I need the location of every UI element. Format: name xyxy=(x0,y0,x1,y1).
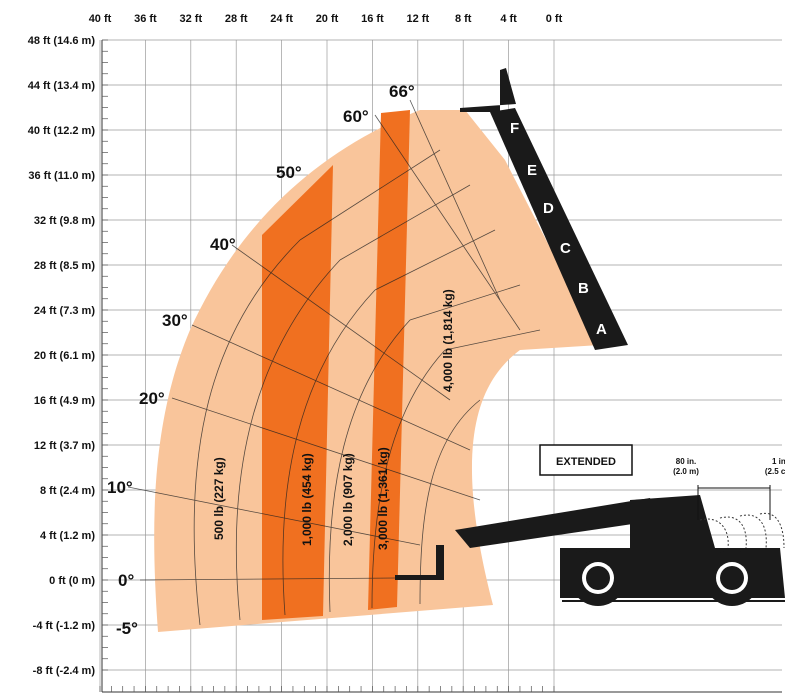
svg-text:2,000 lb (907 kg): 2,000 lb (907 kg) xyxy=(341,453,355,546)
svg-text:40°: 40° xyxy=(210,235,236,254)
fork-top xyxy=(460,68,516,112)
extension-dots xyxy=(699,512,785,549)
x-tick-label: 32 ft xyxy=(179,13,202,25)
y-tick-label: 4 ft (1.2 m) xyxy=(40,530,95,542)
boom-section-letters: F E D C B A xyxy=(510,120,607,338)
load-band-left xyxy=(262,165,333,620)
x-tick-label: 20 ft xyxy=(316,13,339,25)
svg-text:20°: 20° xyxy=(139,389,165,408)
y-tick-label: 16 ft (4.9 m) xyxy=(34,395,95,407)
y-tick-label: 20 ft (6.1 m) xyxy=(34,350,95,362)
y-tick-label: -8 ft (-2.4 m) xyxy=(33,665,96,677)
extended-box xyxy=(539,444,633,476)
y-tick-label: 48 ft (14.6 m) xyxy=(28,35,96,47)
svg-text:66°: 66° xyxy=(389,82,415,101)
svg-text:C: C xyxy=(560,240,571,257)
svg-text:3,000 lb (1,361 kg): 3,000 lb (1,361 kg) xyxy=(376,447,390,550)
y-tick-label: 28 ft (8.5 m) xyxy=(34,260,95,272)
y-tick-label: 40 ft (12.2 m) xyxy=(28,125,96,137)
load-labels: 500 lb (227 kg) 1,000 lb (454 kg) 2,000 … xyxy=(212,289,455,550)
x-tick-label: 24 ft xyxy=(270,13,293,25)
y-tick-label: 12 ft (3.7 m) xyxy=(34,440,95,452)
svg-text:1,000 lb (454 kg): 1,000 lb (454 kg) xyxy=(300,453,314,546)
x-axis-labels: 40 ft 36 ft 32 ft 28 ft 24 ft 20 ft 16 ft 12 ft… xyxy=(89,13,563,25)
svg-text:A: A xyxy=(596,321,607,338)
svg-text:-5°: -5° xyxy=(116,619,138,638)
arc-lines xyxy=(127,99,541,626)
y-tick-label: 24 ft (7.3 m) xyxy=(34,305,95,317)
y-tick-label: -4 ft (-1.2 m) xyxy=(33,620,96,632)
x-tick-label: 4 ft xyxy=(500,13,517,25)
x-tick-label: 0 ft xyxy=(546,13,563,25)
svg-text:B: B xyxy=(578,280,589,297)
extended-label: EXTENDED xyxy=(556,456,616,468)
y-tick-label: 36 ft (11.0 m) xyxy=(28,170,95,182)
y-tick-label: 8 ft (2.4 m) xyxy=(40,485,95,497)
load-band-right xyxy=(368,110,410,610)
svg-text:F: F xyxy=(510,120,519,137)
x-tick-label: 16 ft xyxy=(361,13,384,25)
svg-text:D: D xyxy=(543,200,554,217)
y-tick-label: 32 ft (9.8 m) xyxy=(34,215,95,227)
dim-left-line2: (2.0 m) xyxy=(673,467,699,476)
telehandler xyxy=(395,495,785,606)
y-axis-labels: 48 ft (14.6 m) 44 ft (13.4 m) 40 ft (12.2 … xyxy=(28,35,96,677)
x-tick-label: 40 ft xyxy=(89,13,112,25)
svg-text:500 lb (227 kg): 500 lb (227 kg) xyxy=(212,457,226,540)
svg-text:4,000 lb (1,814 kg): 4,000 lb (1,814 kg) xyxy=(441,289,455,392)
svg-text:10°: 10° xyxy=(107,478,133,497)
x-tick-label: 12 ft xyxy=(406,13,429,25)
dim-right-line1: 1 in. xyxy=(772,457,785,466)
dimension-markers xyxy=(697,485,771,520)
svg-text:60°: 60° xyxy=(343,107,369,126)
dim-left-line1: 80 in. xyxy=(676,457,696,466)
x-tick-label: 28 ft xyxy=(225,13,248,25)
x-tick-label: 8 ft xyxy=(455,13,472,25)
angle-labels: 66° 60° 50° 40° 30° 20° 10° 0° -5° xyxy=(107,82,415,638)
svg-text:30°: 30° xyxy=(162,311,188,330)
svg-text:50°: 50° xyxy=(276,163,302,182)
svg-text:0°: 0° xyxy=(118,571,134,590)
svg-text:E: E xyxy=(527,162,537,179)
x-tick-label: 36 ft xyxy=(134,13,157,25)
boom-arm xyxy=(490,108,628,350)
y-tick-label: 44 ft (13.4 m) xyxy=(28,80,96,92)
dim-right-line2: (2.5 cm) xyxy=(765,467,785,476)
y-tick-label: 0 ft (0 m) xyxy=(49,575,95,587)
